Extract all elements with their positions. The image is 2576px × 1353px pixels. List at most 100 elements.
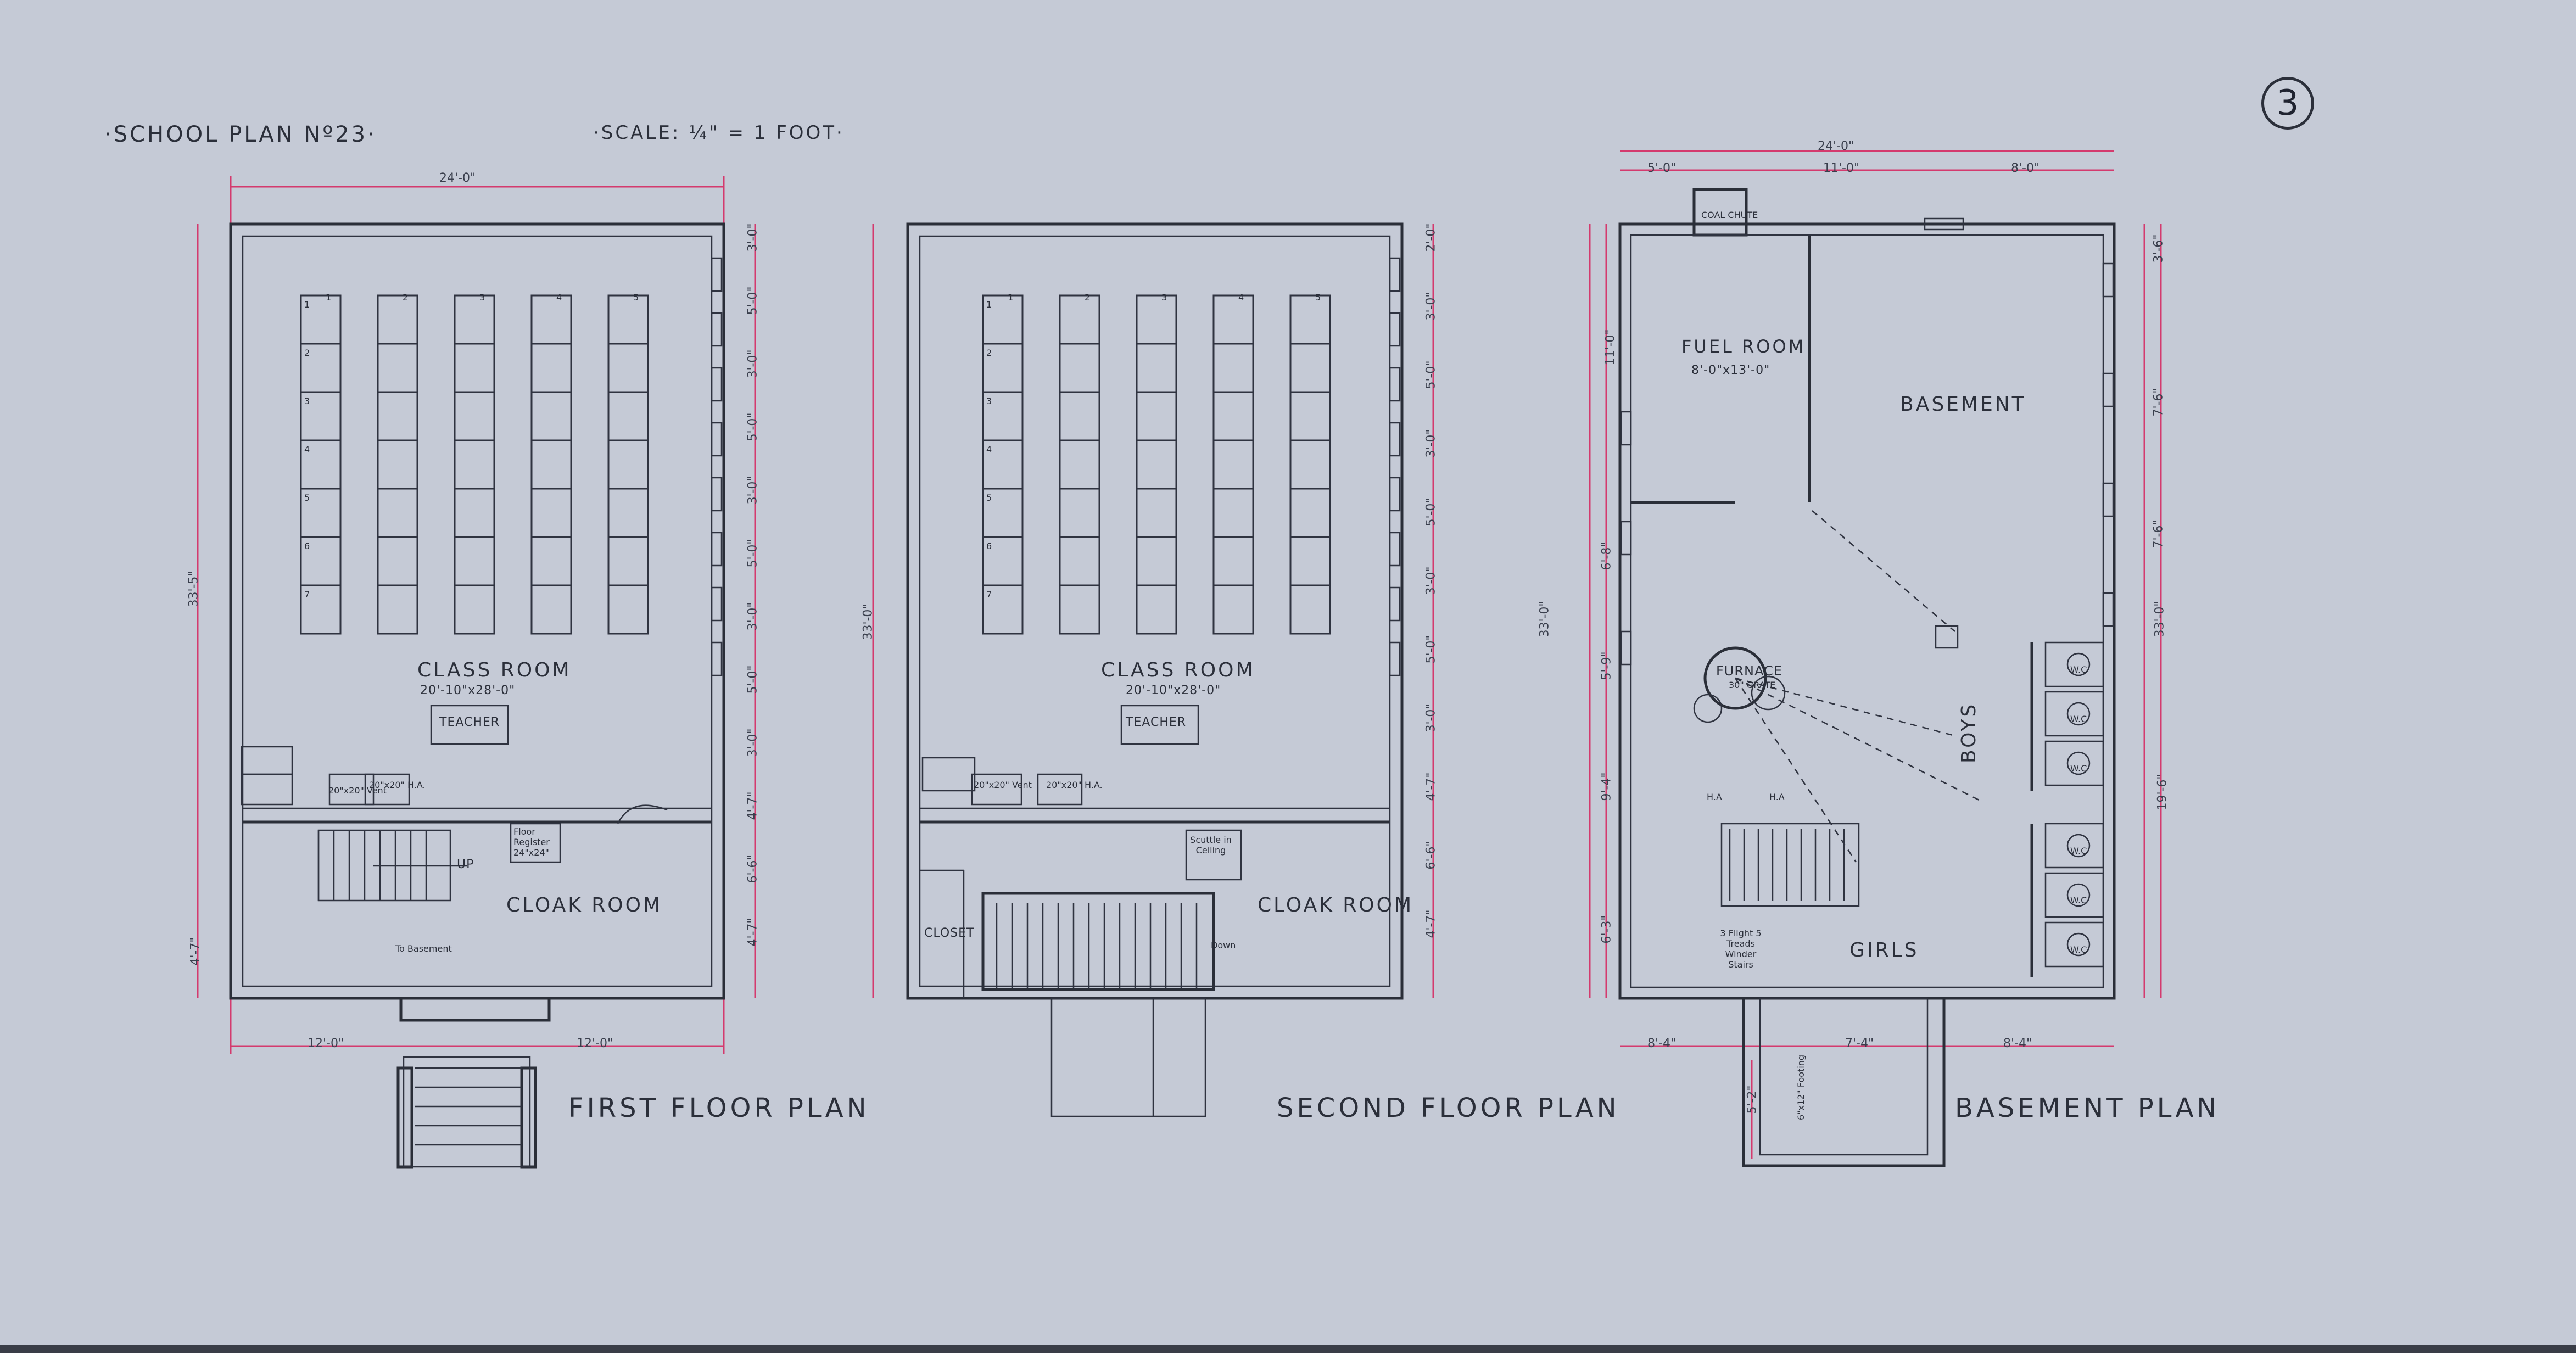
- sf-window: [1389, 367, 1401, 402]
- ff-window: [711, 477, 723, 512]
- sf-stair-rail: [981, 892, 1215, 991]
- first-floor-class-room-size: 20'-10"x28'-0": [420, 684, 516, 697]
- bs-dim-right: 33'-0": [2153, 601, 2167, 638]
- fuel-room-size: 8'-0"x13'-0": [1691, 364, 1770, 377]
- bs-dim-bottom-c: 8'-4": [2003, 1037, 2032, 1050]
- bs-dim-top-b: 11'-0": [1823, 161, 1860, 175]
- sf-teacher-desk: [1120, 705, 1199, 745]
- bs-wc-stall: [2044, 921, 2104, 968]
- sf-dim-right-6: 5'-0": [1424, 635, 1438, 664]
- ff-dim-right-8: 3'-0": [746, 728, 760, 757]
- bs-window-right: [2102, 482, 2114, 517]
- sf-desk: [1059, 584, 1100, 635]
- wall-lines: [229, 188, 2116, 1168]
- bs-window-left: [1620, 630, 1632, 666]
- bs-wc-bowl: [2066, 652, 2091, 677]
- ff-window: [711, 586, 723, 622]
- first-floor-teacher: TEACHER: [439, 715, 500, 729]
- ff-desk-row-num-6: 7: [304, 589, 310, 600]
- sf-dim-left: 33'-0": [861, 603, 875, 640]
- bs-dim-right-part-0: 3'-6": [2152, 234, 2166, 263]
- ff-desk: [377, 584, 418, 635]
- sf-desk: [1136, 584, 1177, 635]
- first-floor-class-room: CLASS ROOM: [417, 659, 572, 681]
- bs-dim-top-a: 5'-0": [1647, 161, 1677, 175]
- ff-landing: [399, 997, 551, 1022]
- bs-wc-stall: [2044, 740, 2104, 786]
- bs-wc-stall: [2044, 691, 2104, 737]
- ff-desk-col-num-4: 5: [633, 292, 639, 303]
- ff-desk: [607, 584, 649, 635]
- bs-furnace-grate: [1751, 675, 1786, 711]
- ff-dim-right-1: 5'-0": [746, 286, 760, 315]
- sf-window: [1389, 312, 1401, 347]
- ff-desk-row-num-2: 3: [304, 396, 310, 406]
- sf-desk-row-num-2: 3: [986, 396, 992, 406]
- sf-desk-row-num-4: 5: [986, 493, 992, 503]
- sf-desk-row-num-0: 1: [986, 299, 992, 310]
- bs-dim-top: 24'-0": [1818, 139, 1854, 153]
- ff-desk-row-num-5: 6: [304, 541, 310, 551]
- sf-desk-row-num-6: 7: [986, 589, 992, 600]
- bs-dim-right-part-3: 19'-6": [2155, 774, 2170, 810]
- bs-dim-right-part-1: 7'-6": [2152, 388, 2166, 417]
- basement-plan-title: BASEMENT PLAN: [1955, 1093, 2220, 1123]
- girls-label: GIRLS: [1849, 939, 1919, 961]
- bs-dim-left-part-1: 6'-8": [1600, 541, 1614, 571]
- sf-window: [1389, 257, 1401, 292]
- ff-dim-bottom-left: 12'-0": [308, 1037, 344, 1050]
- ff-window: [711, 257, 723, 292]
- sf-vent-box-2: [971, 773, 1022, 806]
- duct-lines: [1734, 510, 1983, 863]
- bs-stair-box: [1720, 823, 1860, 907]
- first-floor-ha: 20"x20" H.A.: [369, 780, 426, 790]
- sf-desk: [1289, 584, 1331, 635]
- ff-desk-row-num-4: 5: [304, 493, 310, 503]
- second-floor-vent: 20"x20" Vent: [974, 780, 1032, 790]
- bs-wc-bowl: [2066, 834, 2091, 858]
- bs-window-right: [2102, 262, 2114, 298]
- ff-teacher-desk: [430, 705, 509, 745]
- ff-dim-right-6: 3'-0": [746, 602, 760, 631]
- second-floor-teacher: TEACHER: [1126, 715, 1187, 729]
- sf-dim-right-10: 4'-7": [1424, 909, 1438, 938]
- bs-dim-right-part-2: 7'-6": [2152, 519, 2166, 549]
- basement-ha-1: H.A: [1707, 792, 1722, 802]
- boys-label: BOYS: [1958, 702, 1980, 763]
- ff-dim-right-5: 5'-0": [746, 539, 760, 568]
- first-floor-cloak-room: CLOAK ROOM: [506, 894, 663, 916]
- footing-note: 6"x12" Footing: [1796, 1054, 1806, 1120]
- ff-window: [711, 312, 723, 347]
- ff-dim-right-2: 3'-0": [746, 349, 760, 378]
- ff-dim-right-11: 4'-7": [746, 918, 760, 947]
- bs-dim-stair-well: 5'-2": [1745, 1085, 1759, 1114]
- sf-porch-roof: [1050, 997, 1206, 1117]
- wc-label-2: W.C: [2070, 763, 2087, 774]
- sf-window: [1389, 532, 1401, 567]
- second-floor-class-room-size: 20'-10"x28'-0": [1126, 684, 1221, 697]
- furnace-label: FURNACE: [1716, 663, 1782, 679]
- ff-dim-right-9: 4'-7": [746, 791, 760, 820]
- scale-note: ·SCALE: ¼" = 1 FOOT·: [593, 122, 845, 144]
- sf-window: [1389, 586, 1401, 622]
- bs-dim-left-part-2: 5'-9": [1600, 651, 1614, 680]
- ff-dim-cloak-left: 4'-7": [188, 937, 203, 966]
- sheet-number: 3: [2276, 83, 2299, 124]
- ff-desk: [530, 584, 572, 635]
- furnace-grate-label: 30" GRATE: [1729, 680, 1776, 690]
- bs-areaway-inner: [1759, 997, 1929, 1156]
- ff-vent-box-2: [241, 773, 293, 806]
- ff-dim-right-10: 6'-6": [746, 854, 760, 884]
- wc-label-4: W.C: [2070, 895, 2087, 905]
- sf-desk: [982, 584, 1024, 635]
- sf-dim-right-1: 3'-0": [1424, 292, 1438, 321]
- fuel-room-label: FUEL ROOM: [1681, 336, 1806, 357]
- bs-furnace-small: [1693, 694, 1723, 723]
- closet-label: CLOSET: [924, 926, 975, 940]
- sf-window: [1389, 641, 1401, 677]
- sf-desk-col-num-2: 3: [1161, 292, 1167, 303]
- ff-door-swing: [617, 804, 668, 824]
- bs-wc-bowl: [2066, 751, 2091, 775]
- ff-desk-col-num-1: 2: [403, 292, 409, 303]
